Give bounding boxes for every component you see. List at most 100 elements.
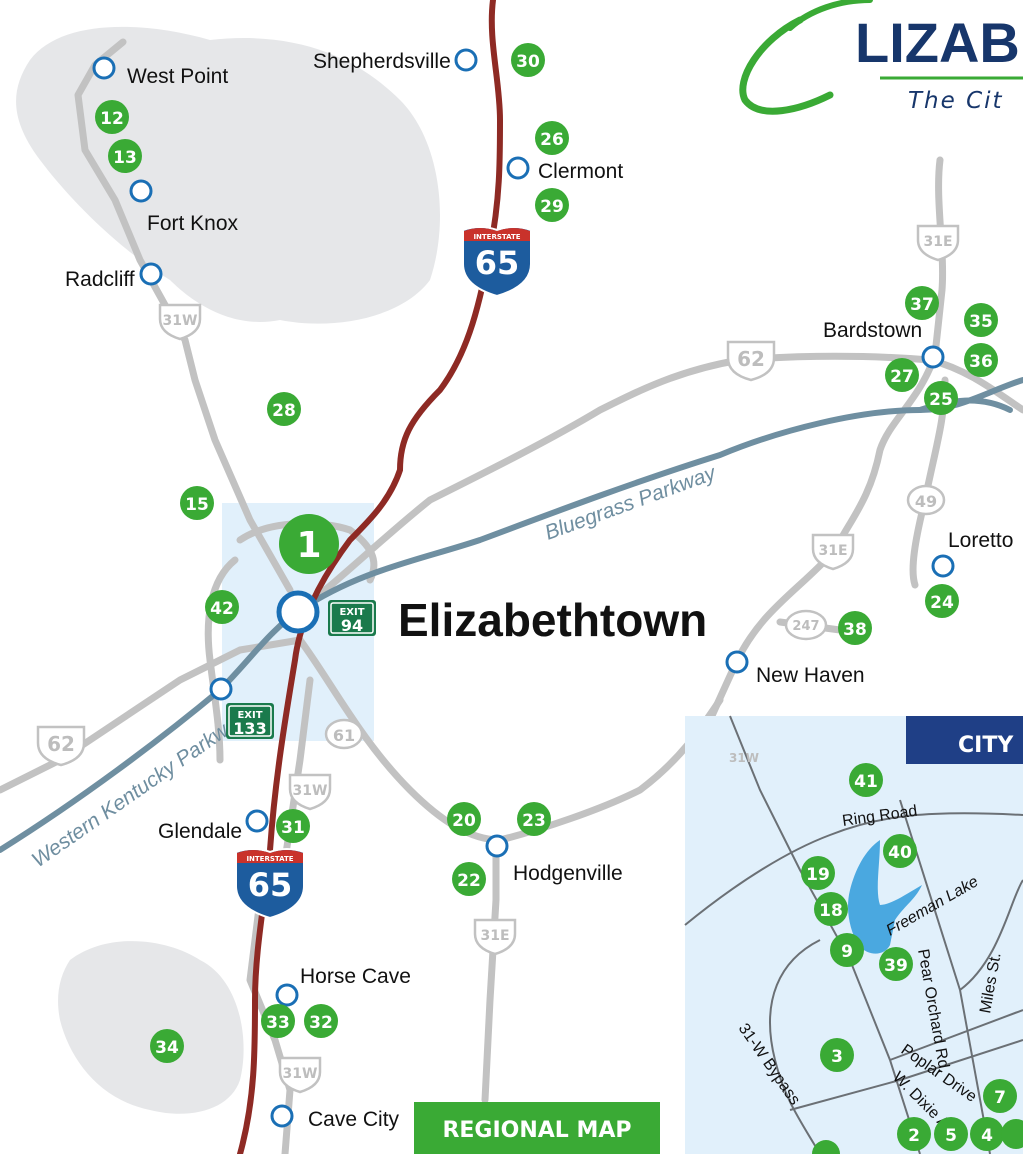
- inset-poi-markers: 41 40 19 18 9 39 3 7 2 5 4: [801, 763, 1023, 1154]
- poi-marker-1: 1: [279, 514, 339, 574]
- poi-marker-23: 23: [517, 802, 551, 836]
- svg-text:30: 30: [516, 52, 540, 72]
- svg-text:12: 12: [100, 109, 124, 129]
- city-cave-city: Cave City: [308, 1108, 400, 1131]
- route-31w-b: 31W: [293, 783, 328, 799]
- logo-tagline: The Cit: [908, 88, 1004, 114]
- city-bardstown: Bardstown: [823, 319, 922, 342]
- city-loretto: Loretto: [948, 529, 1013, 552]
- city-markers: [92, 48, 955, 1128]
- poi-marker-31: 31: [276, 809, 310, 843]
- route-shield-labels: 31W 31E 31E 31E 31W 31W 62 62 61 49 247: [47, 234, 952, 1082]
- svg-text:34: 34: [155, 1038, 179, 1058]
- interstate-65-shield-north: INTERSTATE 65: [462, 226, 532, 298]
- interstate-65-road: [237, 0, 504, 1154]
- svg-text:27: 27: [890, 367, 914, 387]
- inset-poi-2: 2: [897, 1117, 931, 1151]
- svg-text:7: 7: [994, 1088, 1006, 1108]
- poi-marker-22: 22: [452, 862, 486, 896]
- poi-marker-13: 13: [108, 139, 142, 173]
- svg-text:133: 133: [233, 719, 266, 738]
- svg-text:22: 22: [457, 871, 481, 891]
- inset-poi-19: 19: [801, 856, 835, 890]
- poi-marker-42: 42: [205, 590, 239, 624]
- svg-text:38: 38: [843, 620, 867, 640]
- poi-marker-29: 29: [535, 188, 569, 222]
- inset-poi-39: 39: [879, 947, 913, 981]
- svg-text:1: 1: [296, 525, 321, 566]
- svg-text:24: 24: [930, 593, 954, 613]
- route-31e-c: 31E: [480, 928, 509, 944]
- svg-text:23: 23: [522, 811, 546, 831]
- poi-marker-20: 20: [447, 802, 481, 836]
- route-62-a: 62: [737, 347, 765, 371]
- svg-text:2: 2: [908, 1126, 920, 1146]
- interstate-65-shield-south: INTERSTATE 65: [235, 848, 305, 920]
- svg-text:5: 5: [945, 1126, 957, 1146]
- poi-marker-36: 36: [964, 343, 998, 377]
- svg-text:20: 20: [452, 811, 476, 831]
- svg-text:26: 26: [540, 130, 564, 150]
- svg-text:29: 29: [540, 197, 564, 217]
- svg-text:33: 33: [266, 1013, 290, 1033]
- elizabethtown-marker: [276, 590, 320, 634]
- inset-poi-40: 40: [883, 834, 917, 868]
- poi-marker-28: 28: [267, 392, 301, 426]
- svg-text:15: 15: [185, 495, 209, 515]
- svg-text:94: 94: [341, 616, 363, 635]
- city-glendale: Glendale: [158, 820, 242, 843]
- svg-text:13: 13: [113, 148, 137, 168]
- poi-marker-33: 33: [261, 1004, 295, 1038]
- poi-marker-32: 32: [304, 1004, 338, 1038]
- city-horse-cave: Horse Cave: [300, 965, 411, 988]
- city-inset-map: CITY Ring Road Freeman Lake Pear Orchard…: [684, 715, 1023, 1154]
- poi-marker-26: 26: [535, 121, 569, 155]
- svg-text:INTERSTATE: INTERSTATE: [246, 855, 293, 863]
- svg-text:4: 4: [981, 1126, 993, 1146]
- poi-marker-25: 25: [924, 381, 958, 415]
- svg-text:40: 40: [888, 843, 912, 863]
- svg-text:65: 65: [248, 866, 293, 904]
- svg-text:INTERSTATE: INTERSTATE: [473, 233, 520, 241]
- inset-poi-5: 5: [934, 1117, 968, 1151]
- svg-text:36: 36: [969, 352, 993, 372]
- svg-text:42: 42: [210, 599, 234, 619]
- logo-wordmark: LIZAB: [855, 11, 1020, 74]
- bluegrass-parkway-label: Bluegrass Parkway: [542, 461, 720, 545]
- svg-text:28: 28: [272, 401, 296, 421]
- city-fort-knox: Fort Knox: [147, 212, 239, 235]
- poi-marker-27: 27: [885, 358, 919, 392]
- fort-knox-area: [16, 26, 441, 324]
- svg-text:EXIT: EXIT: [339, 607, 364, 618]
- exit-133-badge: EXIT 133: [226, 703, 274, 739]
- main-city-label: Elizabethtown: [398, 594, 707, 646]
- city-new-haven: New Haven: [756, 664, 865, 687]
- poi-markers: 1 12 13 15 20 22 23 24 25 26 27 28 29 30…: [95, 43, 998, 1063]
- poi-marker-15: 15: [180, 486, 214, 520]
- svg-text:9: 9: [841, 942, 853, 962]
- mammoth-area: [58, 941, 244, 1114]
- svg-text:31: 31: [281, 818, 305, 838]
- svg-text:32: 32: [309, 1013, 333, 1033]
- poi-marker-30: 30: [511, 43, 545, 77]
- city-clermont: Clermont: [538, 160, 623, 183]
- svg-text:25: 25: [929, 390, 953, 410]
- svg-text:REGIONAL MAP: REGIONAL MAP: [442, 1118, 631, 1143]
- city-labels: West Point Fort Knox Radcliff Shepherdsv…: [65, 50, 1013, 1131]
- inset-poi-18: 18: [814, 892, 848, 926]
- poi-marker-12: 12: [95, 100, 129, 134]
- route-shields: [36, 224, 960, 1094]
- route-31w-a: 31W: [163, 313, 198, 329]
- city-hodgenville: Hodgenville: [513, 862, 623, 885]
- route-247: 247: [792, 619, 819, 634]
- svg-text:19: 19: [806, 865, 830, 885]
- inset-poi-9: 9: [830, 933, 864, 967]
- inset-poi-3: 3: [820, 1038, 854, 1072]
- svg-text:41: 41: [854, 772, 878, 792]
- route-31e-b: 31E: [818, 543, 847, 559]
- svg-text:35: 35: [969, 312, 993, 332]
- regional-map-banner: REGIONAL MAP: [414, 1102, 660, 1154]
- svg-text:18: 18: [819, 901, 843, 921]
- inset-poi-4: 4: [970, 1117, 1004, 1151]
